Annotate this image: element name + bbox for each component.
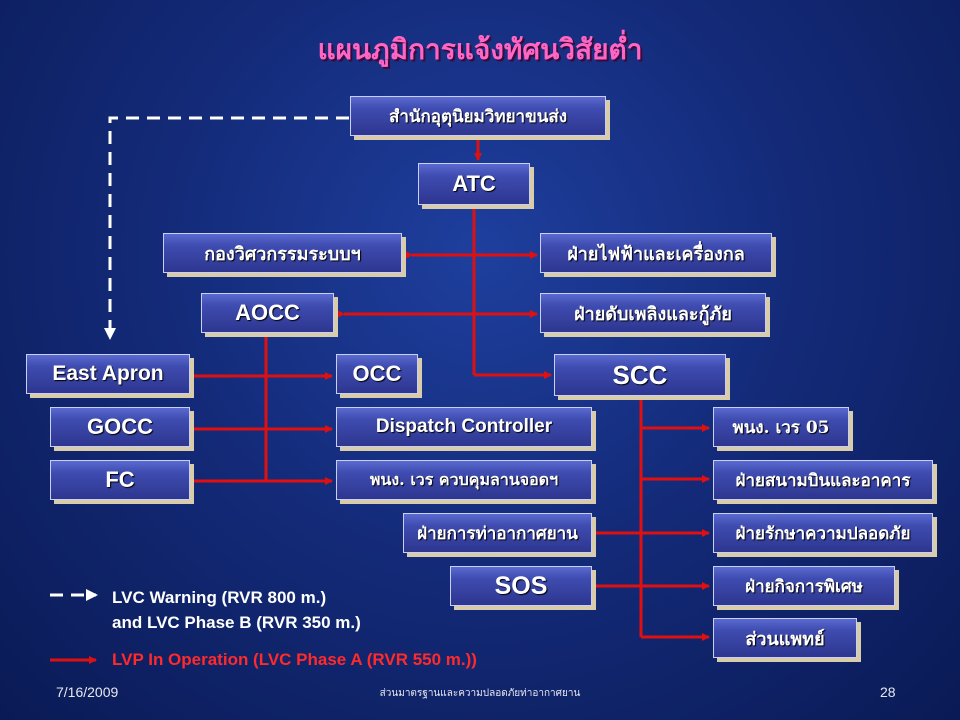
node-apron-control-staff: พนง. เวร ควบคุมลานจอดฯ: [336, 460, 592, 500]
node-special-affairs: ฝ่ายกิจการพิเศษ: [713, 566, 895, 606]
node-aocc: AOCC: [201, 293, 334, 333]
legend-dashed-label-2: and LVC Phase B (RVR 350 m.): [112, 613, 361, 632]
node-airport-operations: ฝ่ายการท่าอากาศยาน: [403, 513, 592, 553]
node-electrical: ฝ่ายไฟฟ้าและเครื่องกล: [540, 233, 772, 273]
node-cao: สำนักอุตุนิยมวิทยาขนส่ง: [350, 96, 606, 136]
node-security: ฝ่ายรักษาความปลอดภัย: [713, 513, 933, 553]
node-medical: ส่วนแพทย์: [713, 618, 857, 658]
node-airside-buildings: ฝ่ายสนามบินและอาคาร: [713, 460, 933, 500]
node-sos: SOS: [450, 566, 592, 606]
node-scc: SCC: [554, 354, 726, 396]
node-fire-rescue: ฝ่ายดับเพลิงและกู้ภัย: [540, 293, 766, 333]
footer-date: 7/16/2009: [56, 684, 119, 700]
node-engineering: กองวิศวกรรมระบบฯ: [163, 233, 402, 273]
node-occ: OCC: [336, 354, 418, 394]
footer-org: ส่วนมาตรฐานและความปลอดภัยท่าอากาศยาน: [379, 688, 581, 699]
legend-solid-label: LVP In Operation (LVC Phase A (RVR 550 m…: [112, 650, 477, 669]
node-dispatch-controller: Dispatch Controller: [336, 407, 592, 447]
legend-dashed-label-1: LVC Warning (RVR 800 m.): [112, 588, 327, 607]
page-title: แผนภูมิการแจ้งทัศนวิสัยต่ำ: [317, 33, 643, 66]
node-east-apron: East Apron: [26, 354, 190, 394]
footer-page-number: 28: [880, 684, 896, 700]
node-fc: FC: [50, 460, 190, 500]
node-staff-05: พนง. เวร 05: [713, 407, 849, 447]
link-cao-eastapron-dashed: [104, 116, 349, 340]
node-atc: ATC: [418, 163, 530, 205]
node-gocc: GOCC: [50, 407, 190, 447]
